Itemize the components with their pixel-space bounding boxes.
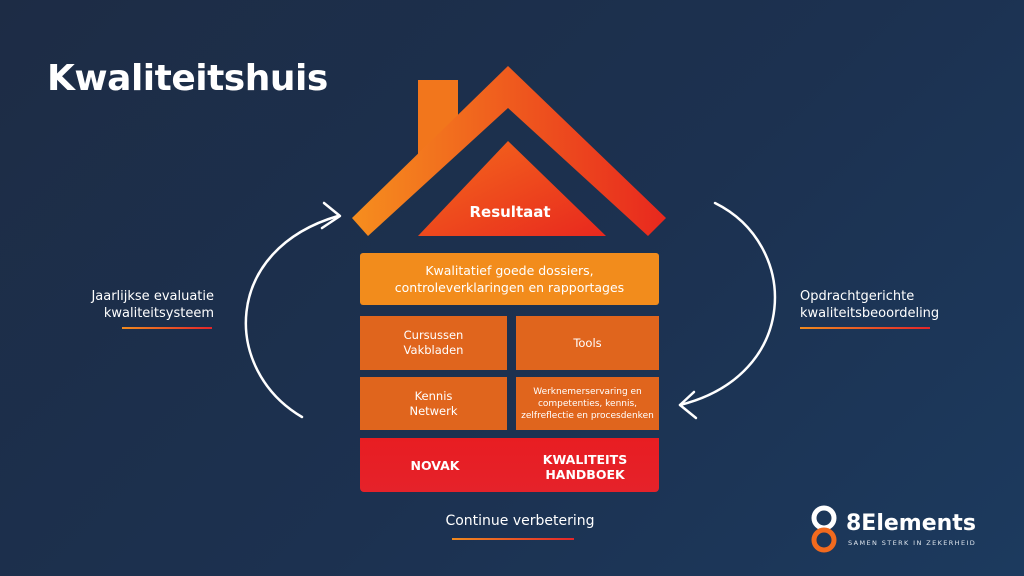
handboek-line-1: KWALITEITS	[542, 452, 628, 467]
left-arrow-head	[320, 201, 342, 230]
bottom-label-underline	[452, 538, 574, 540]
cell-line: Netwerk	[409, 403, 458, 418]
logo-ring-bottom	[811, 527, 837, 553]
roof	[352, 66, 666, 236]
left-label-line-2: kwaliteitsysteem	[103, 306, 214, 321]
cell-cursussen: Cursussen Vakbladen	[360, 316, 507, 370]
logo-name: 8Elements	[846, 511, 976, 536]
band-line-1: Kwalitatief goede dossiers,	[425, 263, 594, 278]
cell-kennis: Kennis Netwerk	[360, 377, 507, 430]
right-label-underline	[800, 327, 930, 329]
cell-line: zelfreflectie en procesdenken	[521, 410, 654, 421]
right-label: Opdrachtgerichte kwaliteitsbeoordeling	[800, 288, 980, 322]
cell-werknemerservaring: Werknemerservaring en competenties, kenn…	[516, 377, 659, 430]
handboek-line-2: HANDBOEK	[545, 467, 625, 482]
cell-line: Werknemerservaring en	[533, 386, 642, 397]
logo-tagline: SAMEN STERK IN ZEKERHEID	[848, 539, 977, 547]
roof-chimney	[418, 80, 458, 160]
foundation-handboek: KWALITEITS HANDBOEK	[540, 452, 630, 482]
foundation: NOVAK KWALITEITS HANDBOEK	[360, 438, 659, 492]
right-cycle-arrow	[678, 201, 777, 407]
left-label-underline	[122, 327, 212, 329]
cell-line: Kennis	[414, 388, 453, 403]
right-arrow-head	[678, 390, 698, 420]
left-label-line-1: Jaarlijkse evaluatie	[91, 289, 214, 304]
band-line-2: controleverklaringen en rapportages	[394, 280, 625, 295]
cell-line: Tools	[573, 335, 602, 350]
band-results: Kwalitatief goede dossiers, controleverk…	[360, 253, 659, 305]
right-label-line-2: kwaliteitsbeoordeling	[800, 306, 940, 321]
foundation-novak: NOVAK	[410, 458, 460, 473]
attic-triangle	[418, 141, 606, 236]
cell-line: Vakbladen	[403, 343, 464, 357]
left-label: Jaarlijkse evaluatie kwaliteitsysteem	[54, 288, 214, 322]
cell-line: competenties, kennis,	[537, 398, 638, 409]
right-label-line-1: Opdrachtgerichte	[800, 289, 915, 304]
cell-line: Cursussen	[403, 328, 464, 342]
left-cycle-arrow	[244, 214, 340, 419]
page-title: Kwaliteitshuis	[47, 58, 328, 99]
roof-label-resultaat: Resultaat	[469, 203, 551, 221]
bottom-label: Continue verbetering	[445, 513, 595, 529]
cell-tools: Tools	[516, 316, 659, 370]
logo-ring-top	[811, 505, 837, 531]
